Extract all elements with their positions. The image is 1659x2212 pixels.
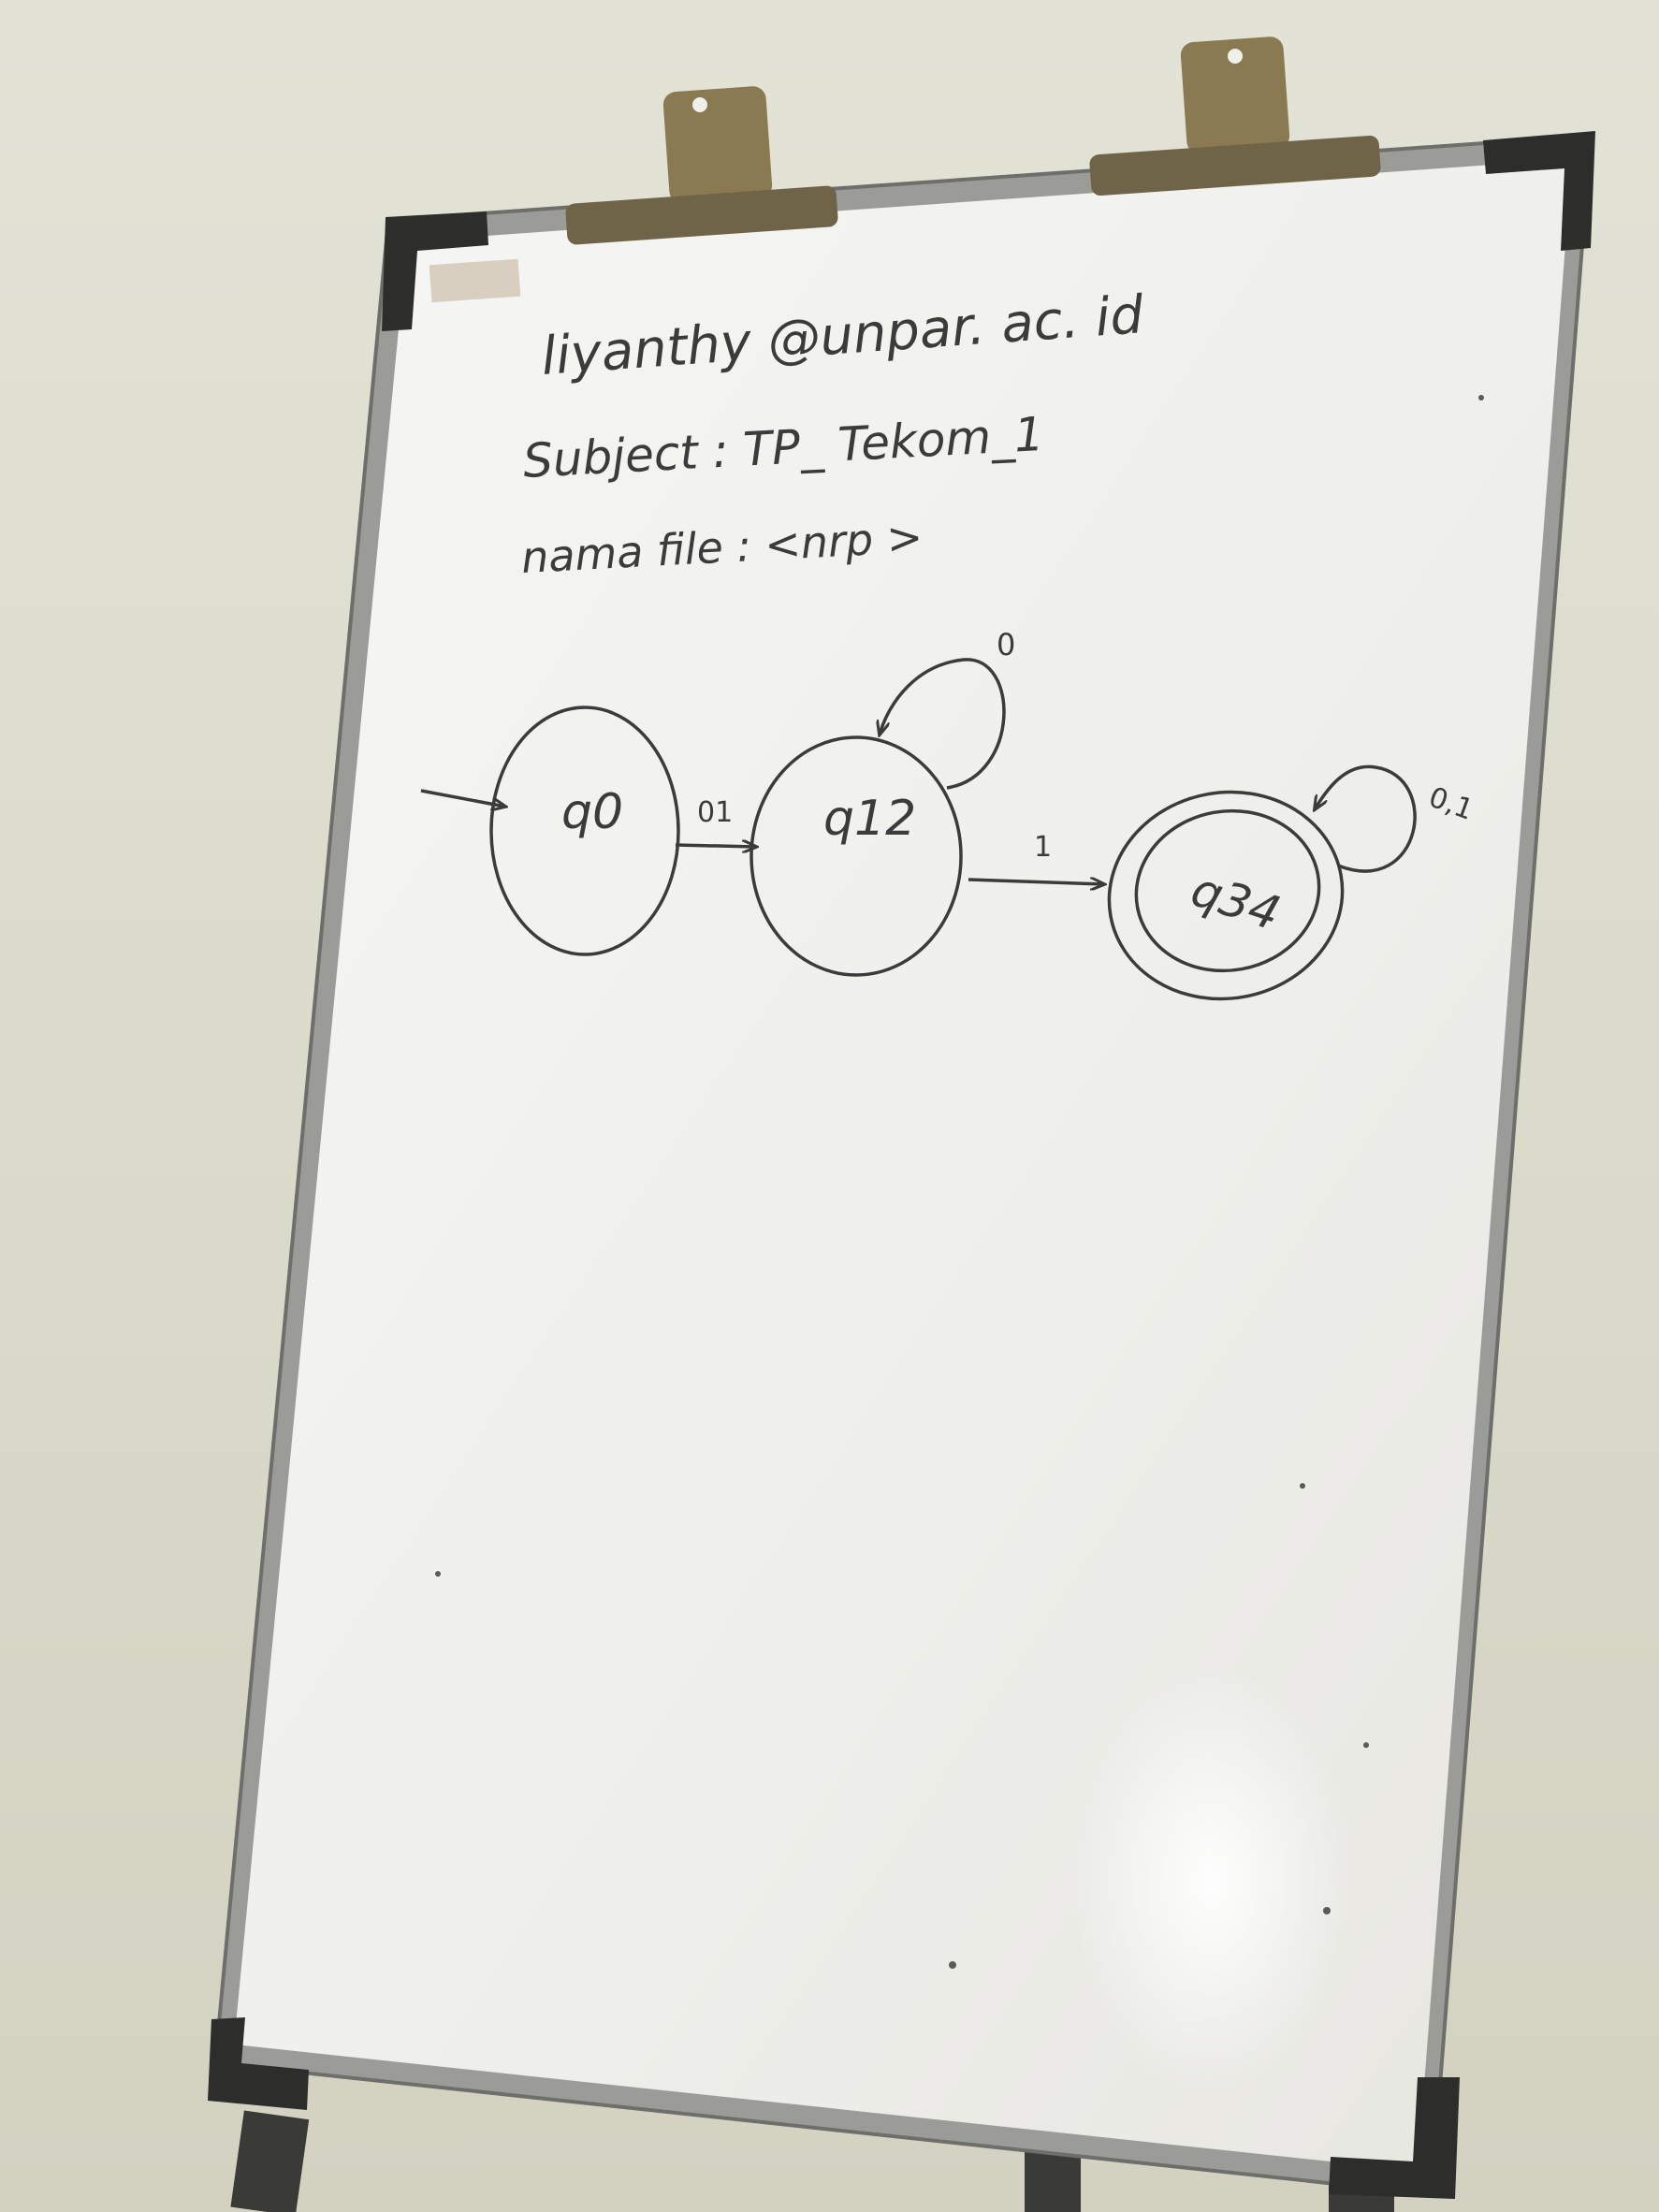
board-clips — [565, 36, 1381, 245]
edge-q12-loop — [880, 658, 1006, 790]
start-arrow — [420, 789, 505, 807]
board-surface — [234, 159, 1572, 2171]
light-glare — [1071, 1666, 1352, 2096]
edge-q12-q34-label: 1 — [1034, 831, 1052, 864]
state-q34-outer — [1107, 790, 1345, 1001]
state-q0 — [489, 706, 680, 956]
edge-q12-loop-label: 0 — [997, 627, 1015, 662]
state-q12-label: q12 — [823, 791, 916, 847]
board-specks — [435, 395, 1484, 1969]
edge-q12-q34 — [968, 880, 1104, 884]
transition-labels: 01 0 1 0,1 — [697, 627, 1477, 864]
edge-q0-q12 — [675, 845, 756, 847]
clip-left — [565, 86, 838, 245]
state-q0-label: q0 — [561, 784, 623, 840]
edge-q34-loop — [1315, 764, 1417, 873]
edge-q0-q12-label: 01 — [697, 796, 733, 829]
automaton-diagram — [420, 658, 1417, 1001]
state-q34-inner — [1134, 808, 1321, 973]
brand-sticker — [429, 258, 521, 303]
frame-corners — [208, 131, 1595, 2199]
clip-right — [1089, 36, 1381, 196]
state-q12 — [749, 735, 963, 977]
